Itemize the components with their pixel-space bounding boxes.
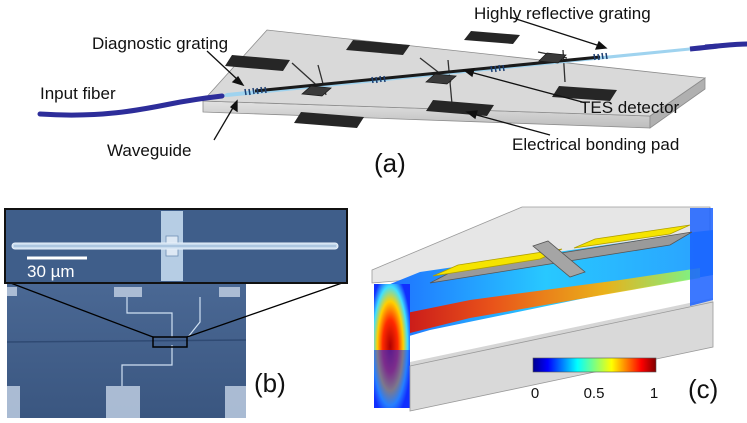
panel-label-b: (b) (254, 368, 286, 398)
electrical-bonding-pads (225, 31, 617, 128)
bonding-pad (346, 40, 410, 55)
bonding-pad (552, 86, 617, 101)
colorbar-tick-0: 0 (531, 385, 539, 402)
zoom-region-box (152, 336, 188, 348)
mid-grating (371, 64, 505, 84)
tes-detector (538, 52, 567, 64)
label-waveguide: Waveguide (107, 141, 191, 160)
output-fiber-right (689, 43, 719, 52)
micrograph-pads (7, 287, 246, 418)
substrate-top (410, 298, 713, 366)
scale-bar-label: 30 µm (27, 262, 75, 281)
micrograph-waveguide (6, 339, 247, 343)
label-electrical-bonding-pad: Electrical bonding pad (512, 135, 679, 154)
detector-right-yellow (573, 224, 691, 249)
tes-detector (425, 73, 457, 85)
label-diagnostic-grating: Diagnostic grating (92, 34, 228, 53)
panel-c: 0 0.5 1 (c) (371, 206, 718, 412)
zoom-line-left (7, 281, 154, 338)
waveguide-core (254, 55, 601, 93)
panel-label-a: (a) (374, 148, 406, 178)
field-front-facet-lower (374, 350, 410, 408)
substrate-front (409, 301, 714, 412)
colorbar (532, 357, 657, 373)
highly-reflective-grating (593, 52, 608, 61)
micrograph-wiring (121, 297, 201, 386)
label-input-fiber: Input fiber (40, 84, 116, 103)
detector-left-yellow (432, 248, 563, 277)
bonding-pad (464, 31, 520, 44)
input-fiber (37, 93, 225, 118)
bonding-pad (225, 55, 290, 71)
box-right-face (690, 208, 713, 306)
label-tes-detector: TES detector (580, 98, 680, 117)
label-highly-reflective-grating: Highly reflective grating (474, 4, 651, 23)
panel-b: 30 µm (b) (4, 208, 348, 418)
bonding-pad (294, 112, 364, 128)
zoom-line-right (186, 281, 346, 338)
diagnostic-grating (244, 86, 267, 96)
field-beam (382, 268, 700, 340)
panel-a: Highly reflective grating Diagnostic gra… (37, 4, 747, 178)
panel-label-c: (c) (688, 374, 718, 404)
annotation-arrows (206, 16, 608, 141)
detector-crossbar (532, 240, 586, 278)
colorbar-tick-1: 1 (650, 385, 658, 402)
tes-detectors (301, 52, 567, 97)
colorbar-tick-0.5: 0.5 (584, 385, 605, 402)
tes-detector (301, 85, 332, 97)
